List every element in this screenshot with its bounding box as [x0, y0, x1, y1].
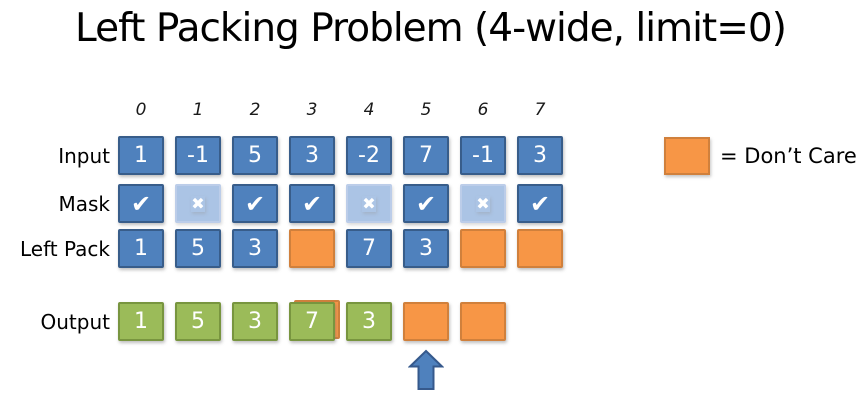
input-cell: 7 — [403, 136, 449, 175]
left-pack-cell: 7 — [346, 229, 392, 268]
input-cell: 1 — [118, 136, 164, 175]
check-icon: ✔ — [244, 189, 266, 218]
cross-icon: ✖ — [362, 193, 376, 213]
cell-value: 7 — [362, 235, 376, 261]
dont-care-cell — [460, 302, 506, 341]
column-index: 1 — [192, 100, 204, 120]
column-index: 4 — [363, 100, 375, 120]
output-cell: 1 — [118, 302, 164, 341]
mask-cell: ✔ — [403, 184, 449, 223]
cross-icon: ✖ — [191, 193, 205, 213]
cell-value: -1 — [472, 142, 494, 168]
input-cell: 3 — [289, 136, 335, 175]
output-cell: 3 — [232, 302, 278, 341]
check-icon: ✔ — [529, 189, 551, 218]
check-icon: ✔ — [415, 189, 437, 218]
dont-care-cell — [289, 229, 335, 268]
output-cell: 3 — [346, 302, 392, 341]
legend-label: = Don’t Care — [720, 144, 857, 168]
cell-value: 7 — [419, 142, 433, 168]
cell-value: 1 — [134, 142, 148, 168]
mask-cell: ✔ — [118, 184, 164, 223]
mask-cell: ✔ — [289, 184, 335, 223]
column-index: 7 — [534, 100, 546, 120]
input-cell: 5 — [232, 136, 278, 175]
legend: = Don’t Care — [664, 137, 857, 175]
cross-icon: ✖ — [476, 193, 490, 213]
row-label-input: Input — [58, 143, 110, 168]
row-label-mask: Mask — [58, 191, 110, 216]
mask-cell: ✔ — [517, 184, 563, 223]
row-label-left-pack: Left Pack — [20, 236, 110, 261]
page-title: Left Packing Problem (4-wide, limit=0) — [75, 6, 787, 51]
cell-value: 3 — [533, 142, 547, 168]
left-pack-cell: 5 — [175, 229, 221, 268]
column-index: 5 — [420, 100, 432, 120]
left-pack-cell: 3 — [232, 229, 278, 268]
cell-value: 3 — [362, 308, 376, 334]
cell-value: 3 — [305, 142, 319, 168]
dont-care-cell — [460, 229, 506, 268]
cell-value: 1 — [134, 308, 148, 334]
cell-value: 5 — [191, 308, 205, 334]
cell-value: 3 — [248, 235, 262, 261]
mask-cell: ✔ — [232, 184, 278, 223]
cell-value: -1 — [187, 142, 209, 168]
input-cell: -1 — [460, 136, 506, 175]
cell-value: 5 — [191, 235, 205, 261]
output-cell: 5 — [175, 302, 221, 341]
up-arrow-icon — [408, 349, 444, 390]
input-cell: 3 — [517, 136, 563, 175]
check-icon: ✔ — [130, 189, 152, 218]
cell-value: 3 — [419, 235, 433, 261]
mask-cell: ✖ — [175, 184, 221, 223]
dont-care-cell — [517, 229, 563, 268]
check-icon: ✔ — [301, 189, 323, 218]
input-cell: -2 — [346, 136, 392, 175]
left-pack-cell: 1 — [118, 229, 164, 268]
cell-value: 3 — [248, 308, 262, 334]
dont-care-swatch — [664, 137, 710, 175]
left-pack-cell: 3 — [403, 229, 449, 268]
column-index: 6 — [477, 100, 489, 120]
column-index: 3 — [306, 100, 318, 120]
cell-value: 5 — [248, 142, 262, 168]
input-cell: -1 — [175, 136, 221, 175]
row-label-output: Output — [40, 309, 110, 334]
mask-cell: ✖ — [346, 184, 392, 223]
cell-value: -2 — [358, 142, 380, 168]
column-index: 2 — [249, 100, 261, 120]
cell-value: 7 — [305, 308, 319, 334]
mask-cell: ✖ — [460, 184, 506, 223]
dont-care-cell — [403, 302, 449, 341]
output-cell: 7 — [289, 302, 335, 341]
column-index: 0 — [135, 100, 147, 120]
cell-value: 1 — [134, 235, 148, 261]
